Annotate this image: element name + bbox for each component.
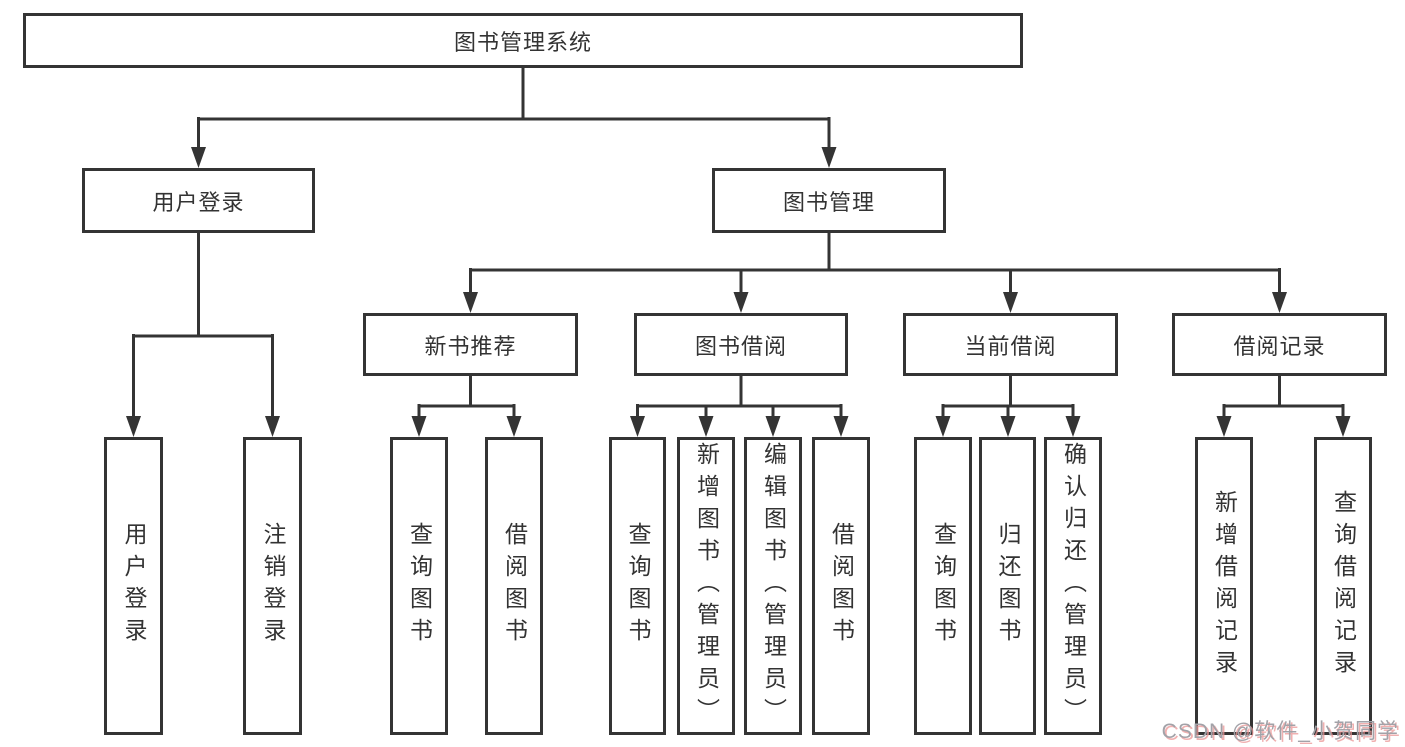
- node-current-borrowing: 当前借阅: [903, 313, 1118, 376]
- leaf-return-books: 归还图书: [979, 437, 1036, 735]
- leaf-user-login: 用户登录: [104, 437, 163, 735]
- csdn-watermark: CSDN @软件_小贺同学: [1161, 720, 1399, 743]
- leaf-logout: 注销登录: [243, 437, 302, 735]
- leaf-return-books-label: 归还图书: [995, 522, 1021, 650]
- node-book-borrowing: 图书借阅: [634, 313, 848, 376]
- leaf-confirm-return-admin: 确认归还（管理员）: [1044, 437, 1102, 735]
- node-borrowing-records: 借阅记录: [1172, 313, 1387, 376]
- leaf-edit-books-admin-label: 编辑图书（管理员）: [760, 442, 787, 730]
- node-user-login-label: 用户登录: [152, 189, 245, 215]
- node-book-management: 图书管理: [712, 168, 946, 233]
- arrowheads: [126, 147, 1351, 437]
- leaf-borrow-books-label: 借阅图书: [828, 522, 855, 650]
- leaf-add-books-admin: 新增图书（管理员）: [677, 437, 735, 735]
- leaf-borrow-books-recommend-label: 借阅图书: [501, 522, 528, 650]
- leaf-add-borrow-record: 新增借阅记录: [1195, 437, 1253, 735]
- leaf-query-books-current: 查询图书: [914, 437, 972, 735]
- leaf-add-books-admin-label: 新增图书（管理员）: [693, 442, 720, 730]
- leaf-confirm-return-admin-label: 确认归还（管理员）: [1060, 442, 1087, 730]
- leaf-query-borrow-record-label: 查询借阅记录: [1330, 490, 1357, 682]
- leaf-query-books-recommend-label: 查询图书: [406, 522, 433, 650]
- leaf-edit-books-admin: 编辑图书（管理员）: [744, 437, 802, 735]
- root-node-label: 图书管理系统: [453, 29, 592, 55]
- root-node-library-management-system: 图书管理系统: [23, 13, 1023, 68]
- node-new-book-recommendation: 新书推荐: [363, 313, 578, 376]
- leaf-add-borrow-record-label: 新增借阅记录: [1211, 490, 1238, 682]
- leaf-query-books-borrow: 查询图书: [609, 437, 666, 735]
- node-new-book-recommendation-label: 新书推荐: [424, 333, 517, 359]
- node-current-borrowing-label: 当前借阅: [964, 333, 1057, 359]
- leaf-query-books-current-label: 查询图书: [930, 522, 957, 650]
- node-user-login: 用户登录: [82, 168, 315, 233]
- leaf-user-login-label: 用户登录: [121, 522, 147, 650]
- leaf-query-books-borrow-label: 查询图书: [625, 522, 651, 650]
- leaf-borrow-books-recommend: 借阅图书: [485, 437, 543, 735]
- node-book-management-label: 图书管理: [782, 189, 875, 215]
- leaf-query-books-recommend: 查询图书: [390, 437, 448, 735]
- leaf-borrow-books: 借阅图书: [812, 437, 870, 735]
- node-book-borrowing-label: 图书借阅: [694, 333, 787, 359]
- leaf-query-borrow-record: 查询借阅记录: [1314, 437, 1372, 735]
- node-borrowing-records-label: 借阅记录: [1233, 333, 1326, 359]
- leaf-logout-label: 注销登录: [260, 522, 286, 650]
